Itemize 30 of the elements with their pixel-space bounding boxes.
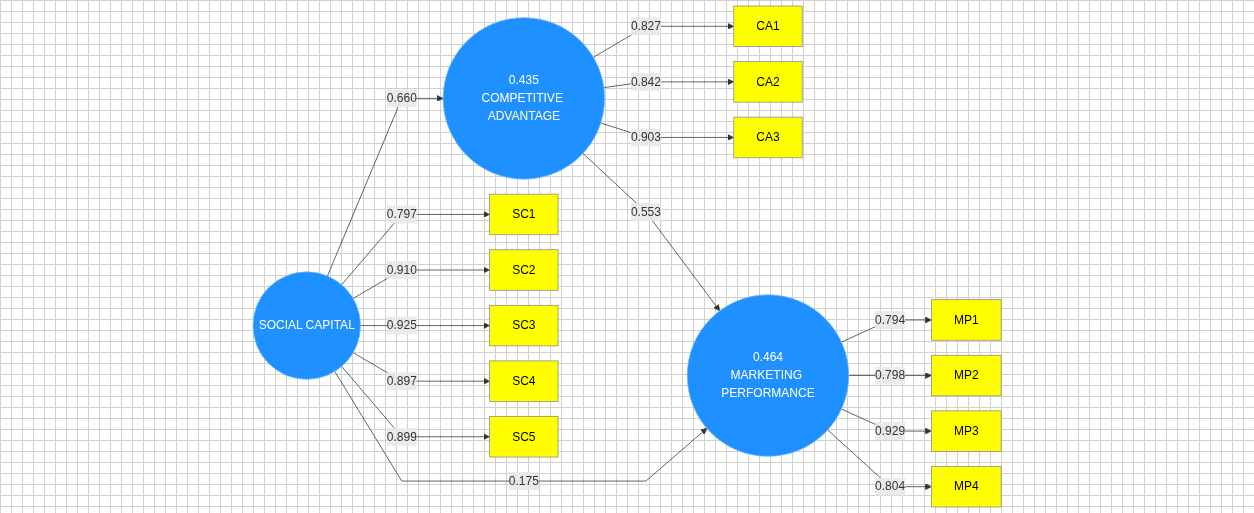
node-box: MP2 xyxy=(930,354,1002,397)
node-box: SC4 xyxy=(489,360,559,402)
node-box: CA1 xyxy=(733,5,803,47)
edge-label: 0.929 xyxy=(874,424,905,438)
edge-label: 0.903 xyxy=(630,130,661,144)
edge-label: 0.660 xyxy=(386,91,417,105)
node-circle: 0.435 COMPETITIVE ADVANTAGE xyxy=(442,17,605,180)
node-box: SC5 xyxy=(489,416,559,458)
node-box: SC2 xyxy=(489,249,559,291)
node-box: CA3 xyxy=(733,116,803,159)
edge-label: 0.794 xyxy=(874,313,905,326)
edge-label: 0.804 xyxy=(874,479,905,493)
node-box: CA2 xyxy=(733,61,803,103)
edge-label: 0.925 xyxy=(386,318,417,332)
edge-label: 0.798 xyxy=(874,368,905,382)
edge-label: 0.797 xyxy=(386,207,417,221)
edge-label: 0.899 xyxy=(386,429,417,443)
edge-label: 0.897 xyxy=(386,374,417,388)
edge-label: 0.175 xyxy=(508,474,539,488)
node-box: SC3 xyxy=(489,304,559,347)
edge-label: 0.910 xyxy=(386,263,417,277)
node-box: MP3 xyxy=(930,410,1002,452)
node-box: SC1 xyxy=(489,193,559,236)
node-circle: SOCIAL CAPITAL xyxy=(252,271,361,380)
edge-label: 0.827 xyxy=(630,19,661,33)
node-circle: 0.464 MARKETING PERFORMANCE xyxy=(686,294,849,457)
node-box: MP1 xyxy=(930,299,1002,341)
edge-label: 0.553 xyxy=(630,205,661,218)
node-box: MP4 xyxy=(930,466,1002,508)
edge-label: 0.842 xyxy=(630,75,661,88)
